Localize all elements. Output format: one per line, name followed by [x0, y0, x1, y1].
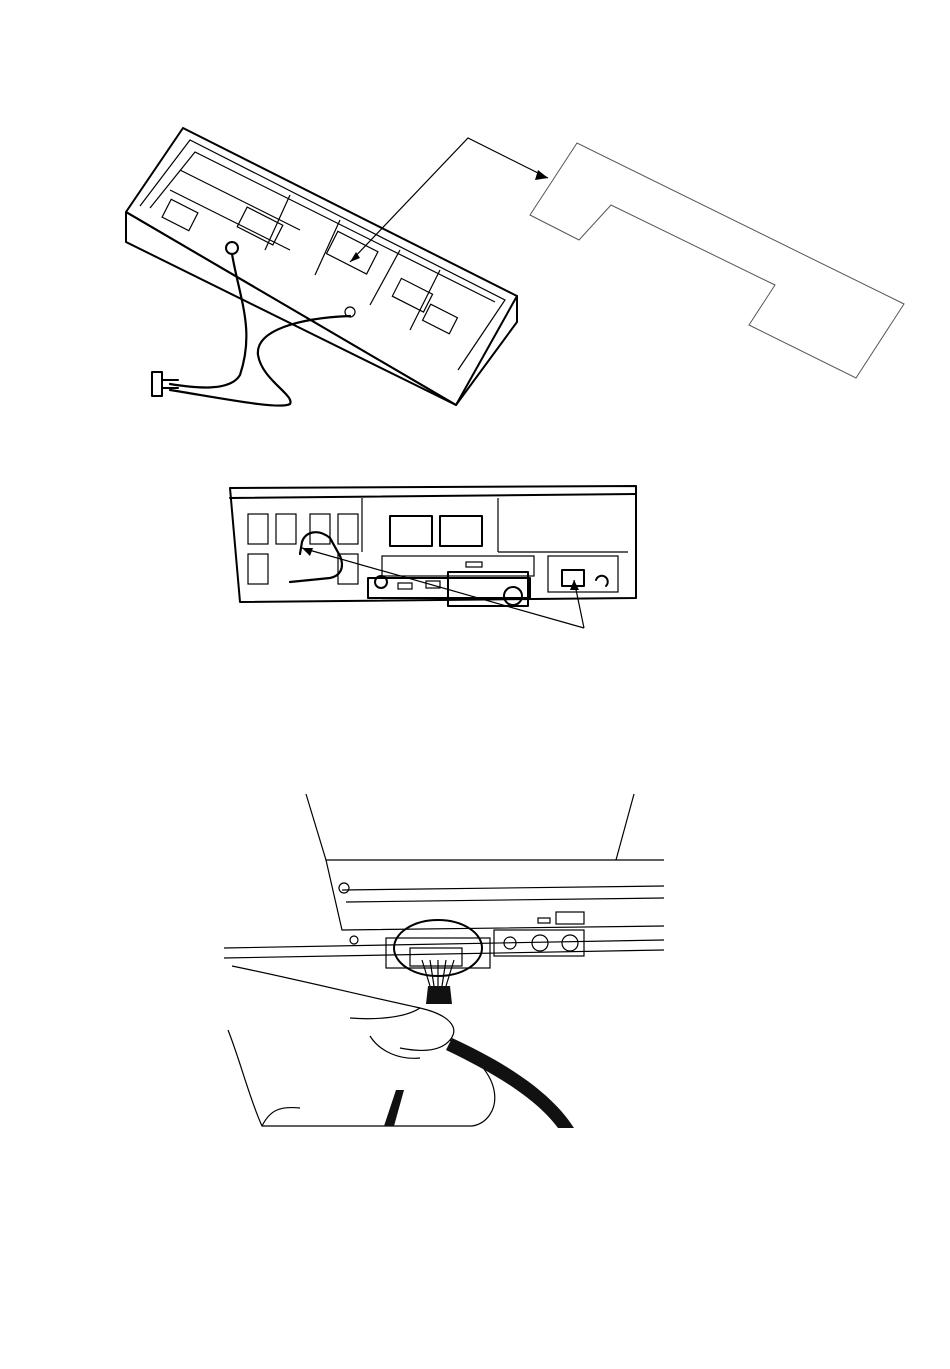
- display-housing: [224, 794, 664, 958]
- figure-connector-plug-in: [0, 790, 950, 1135]
- power-cable: [446, 1038, 574, 1128]
- foam-label-outline: [530, 143, 904, 378]
- figure-2-drawing: [0, 470, 950, 650]
- label-leader-arrow: [350, 138, 548, 262]
- bezel-cable: [170, 254, 246, 387]
- figure-front-panel: [0, 470, 950, 650]
- callout-arrows: [302, 548, 584, 628]
- figure-3-drawing: [0, 790, 950, 1135]
- figure-bezel-with-label: [0, 0, 950, 430]
- bezel-tray: [126, 128, 517, 405]
- figure-1-drawing: [0, 0, 950, 430]
